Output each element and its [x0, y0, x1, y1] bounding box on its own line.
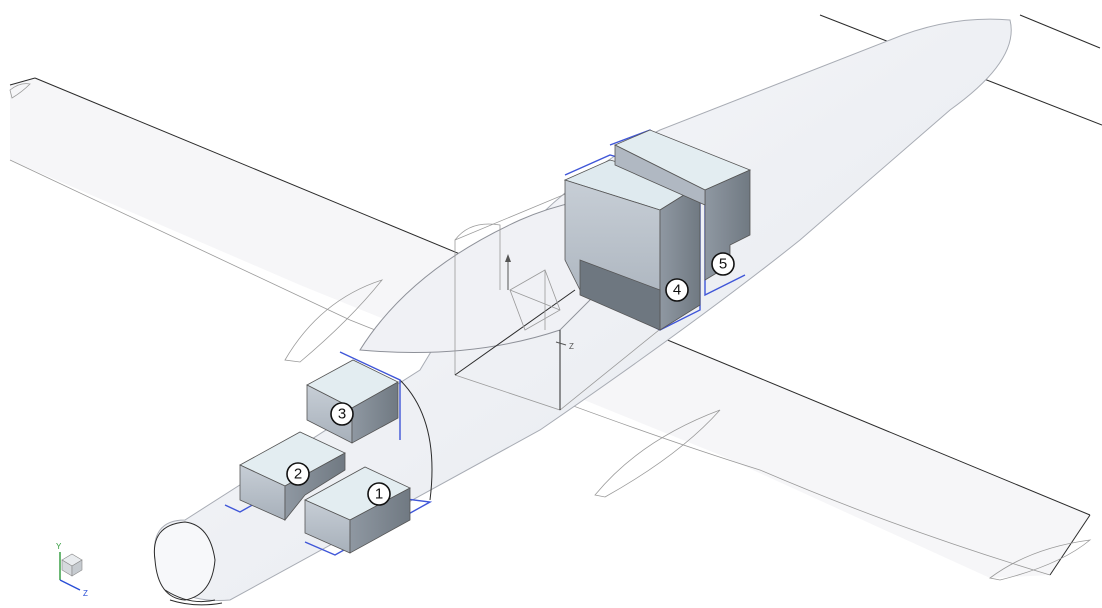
frame-z-label: Z: [569, 342, 574, 351]
box-4: [563, 154, 701, 331]
svg-text:1: 1: [375, 486, 383, 503]
reference-frame: Z: [505, 254, 574, 351]
triad-y-label: Y: [56, 542, 62, 551]
callout-1: 1: [367, 482, 391, 506]
svg-text:3: 3: [338, 406, 346, 423]
svg-text:5: 5: [719, 256, 727, 273]
box-3: [306, 351, 401, 444]
callout-2: 2: [286, 462, 310, 486]
svg-text:4: 4: [673, 282, 681, 299]
svg-text:2: 2: [294, 466, 302, 483]
callout-5: 5: [711, 252, 735, 276]
box-5: [609, 129, 752, 297]
callout-3: 3: [330, 402, 354, 426]
box-1: [304, 466, 433, 556]
triad-z-label: Z: [83, 589, 88, 598]
orientation-triad: Y Z: [56, 542, 88, 598]
callout-4: 4: [665, 278, 689, 302]
box-2: [224, 431, 346, 522]
